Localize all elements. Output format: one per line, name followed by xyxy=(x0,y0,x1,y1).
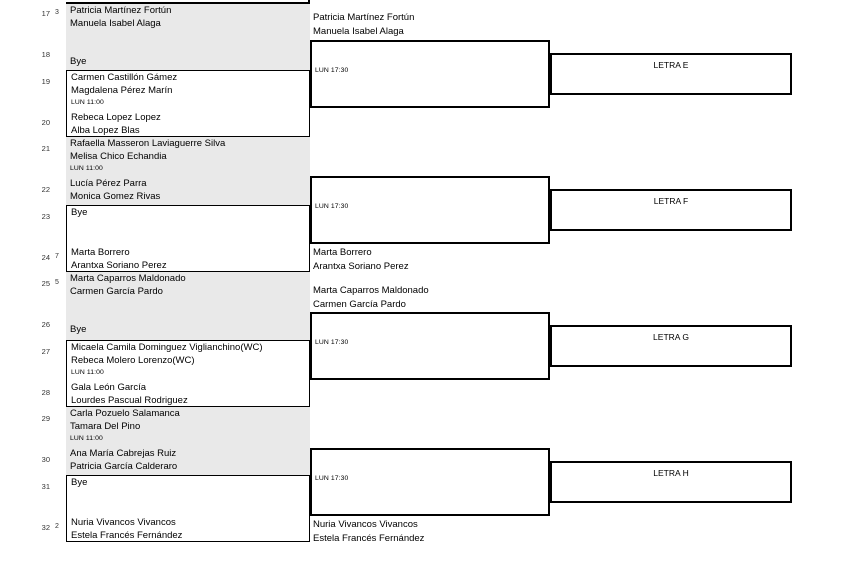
team-name: Alba Lopez Blas xyxy=(71,125,140,136)
match-time: LUN 17:30 xyxy=(315,203,349,210)
position-number-21: 21 xyxy=(41,144,50,153)
team-name: Arantxa Soriano Perez xyxy=(71,260,167,271)
position-number-18: 18 xyxy=(41,50,50,59)
match-time: LUN 11:00 xyxy=(70,435,103,442)
team-name: Carmen Castillón Gámez xyxy=(71,72,178,83)
team-name: Rebeca Lopez Lopez xyxy=(71,112,161,123)
round1-block-25-26: Marta Caparros Maldonado Carmen García P… xyxy=(66,272,310,340)
position-number-17: 17 xyxy=(41,9,50,18)
round1-block-19-20: Carmen Castillón Gámez Magdalena Pérez M… xyxy=(66,70,310,137)
team-name: Rebeca Molero Lorenzo(WC) xyxy=(71,355,195,366)
letra-box-f: LETRA F xyxy=(550,189,792,231)
team-name: Lourdes Pascual Rodriguez xyxy=(71,395,188,406)
round2-match-box-e: LUN 17:30 xyxy=(310,40,550,108)
bye-label: Bye xyxy=(70,56,87,67)
position-number-29: 29 xyxy=(41,414,50,423)
team-name: Magdalena Pérez Marín xyxy=(71,85,173,96)
team-name: Nuria Vivancos Vivancos xyxy=(71,517,176,528)
bye-label: Bye xyxy=(70,324,87,335)
team-name: Patricia Martínez Fortún xyxy=(70,5,172,16)
seed-number-17: 3 xyxy=(55,9,59,16)
position-number-25: 25 xyxy=(41,279,50,288)
match-time: LUN 17:30 xyxy=(315,475,349,482)
team-name: Lucía Pérez Parra xyxy=(70,178,147,189)
team-name: Tamara Del Pino xyxy=(70,421,141,432)
round1-block-17-18: Patricia Martínez Fortún Manuela Isabel … xyxy=(66,2,310,70)
team-name: Estela Francés Fernández xyxy=(313,532,425,544)
round1-block-21-22: Rafaella Masseron Laviaguerre Silva Meli… xyxy=(66,137,310,205)
round1-block-31-32: Bye Nuria Vivancos Vivancos Estela Franc… xyxy=(66,475,310,542)
team-name: Monica Gomez Rivas xyxy=(70,191,161,202)
team-name: Melisa Chico Echandia xyxy=(70,151,167,162)
position-number-23: 23 xyxy=(41,212,50,221)
position-number-26: 26 xyxy=(41,320,50,329)
match-time: LUN 17:30 xyxy=(315,339,349,346)
team-name: Patricia García Calderaro xyxy=(70,461,178,472)
team-name: Ana María Cabrejas Ruiz xyxy=(70,448,177,459)
team-name: Nuria Vivancos Vivancos xyxy=(313,519,418,530)
bye-label: Bye xyxy=(71,207,88,218)
match-time: LUN 11:00 xyxy=(71,369,104,376)
bye-label: Bye xyxy=(71,477,88,488)
team-name: Rafaella Masseron Laviaguerre Silva xyxy=(70,138,226,149)
seed-number-32: 2 xyxy=(55,523,59,530)
position-number-24: 24 xyxy=(41,253,50,262)
advancing-team-match-h: Nuria Vivancos Vivancos Estela Francés F… xyxy=(313,518,549,545)
letra-label: LETRA E xyxy=(653,60,689,70)
round1-block-23-24: Bye Marta Borrero Arantxa Soriano Perez xyxy=(66,205,310,272)
team-name: Carmen García Pardo xyxy=(70,286,163,297)
position-number-28: 28 xyxy=(41,388,50,397)
position-number-22: 22 xyxy=(41,185,50,194)
letra-box-g: LETRA G xyxy=(550,325,792,367)
letra-label: LETRA G xyxy=(653,332,689,342)
position-number-20: 20 xyxy=(41,118,50,127)
round1-block-29-30: Carla Pozuelo Salamanca Tamara Del Pino … xyxy=(66,407,310,475)
match-time: LUN 11:00 xyxy=(70,165,103,172)
team-name: Gala León García xyxy=(71,382,146,393)
advancing-team-match-e: Patricia Martínez Fortún Manuela Isabel … xyxy=(313,11,549,38)
position-number-32: 32 xyxy=(41,523,50,532)
letra-label: LETRA F xyxy=(653,196,689,206)
position-number-19: 19 xyxy=(41,77,50,86)
round1-block-27-28: Micaela Camila Dominguez Viglianchino(WC… xyxy=(66,340,310,407)
match-time: LUN 17:30 xyxy=(315,67,349,74)
round2-match-box-g: LUN 17:30 xyxy=(310,312,550,380)
seed-number-24: 7 xyxy=(55,253,59,260)
team-name: Patricia Martínez Fortún xyxy=(313,12,415,23)
position-number-30: 30 xyxy=(41,455,50,464)
team-name: Carmen García Pardo xyxy=(313,298,406,310)
team-name: Estela Francés Fernández xyxy=(71,530,183,541)
position-number-31: 31 xyxy=(41,482,50,491)
round2-match-box-h: LUN 17:30 xyxy=(310,448,550,516)
team-name: Manuela Isabel Alaga xyxy=(70,18,161,29)
team-name: Arantxa Soriano Perez xyxy=(313,260,409,272)
team-name: Micaela Camila Dominguez Viglianchino(WC… xyxy=(71,342,263,353)
position-number-27: 27 xyxy=(41,347,50,356)
seed-number-25: 5 xyxy=(55,279,59,286)
team-name: Marta Borrero xyxy=(313,247,372,258)
team-name: Marta Caparros Maldonado xyxy=(313,285,429,296)
letra-box-e: LETRA E xyxy=(550,53,792,95)
letra-box-h: LETRA H xyxy=(550,461,792,503)
letra-label: LETRA H xyxy=(653,468,689,478)
team-name: Marta Borrero xyxy=(71,247,130,258)
advancing-team-match-g: Marta Caparros Maldonado Carmen García P… xyxy=(313,284,549,311)
team-name: Marta Caparros Maldonado xyxy=(70,273,186,284)
round2-match-box-f: LUN 17:30 xyxy=(310,176,550,244)
advancing-team-match-f: Marta Borrero Arantxa Soriano Perez xyxy=(313,246,549,273)
team-name: Manuela Isabel Alaga xyxy=(313,25,404,37)
team-name: Carla Pozuelo Salamanca xyxy=(70,408,180,419)
match-time: LUN 11:00 xyxy=(71,99,104,106)
